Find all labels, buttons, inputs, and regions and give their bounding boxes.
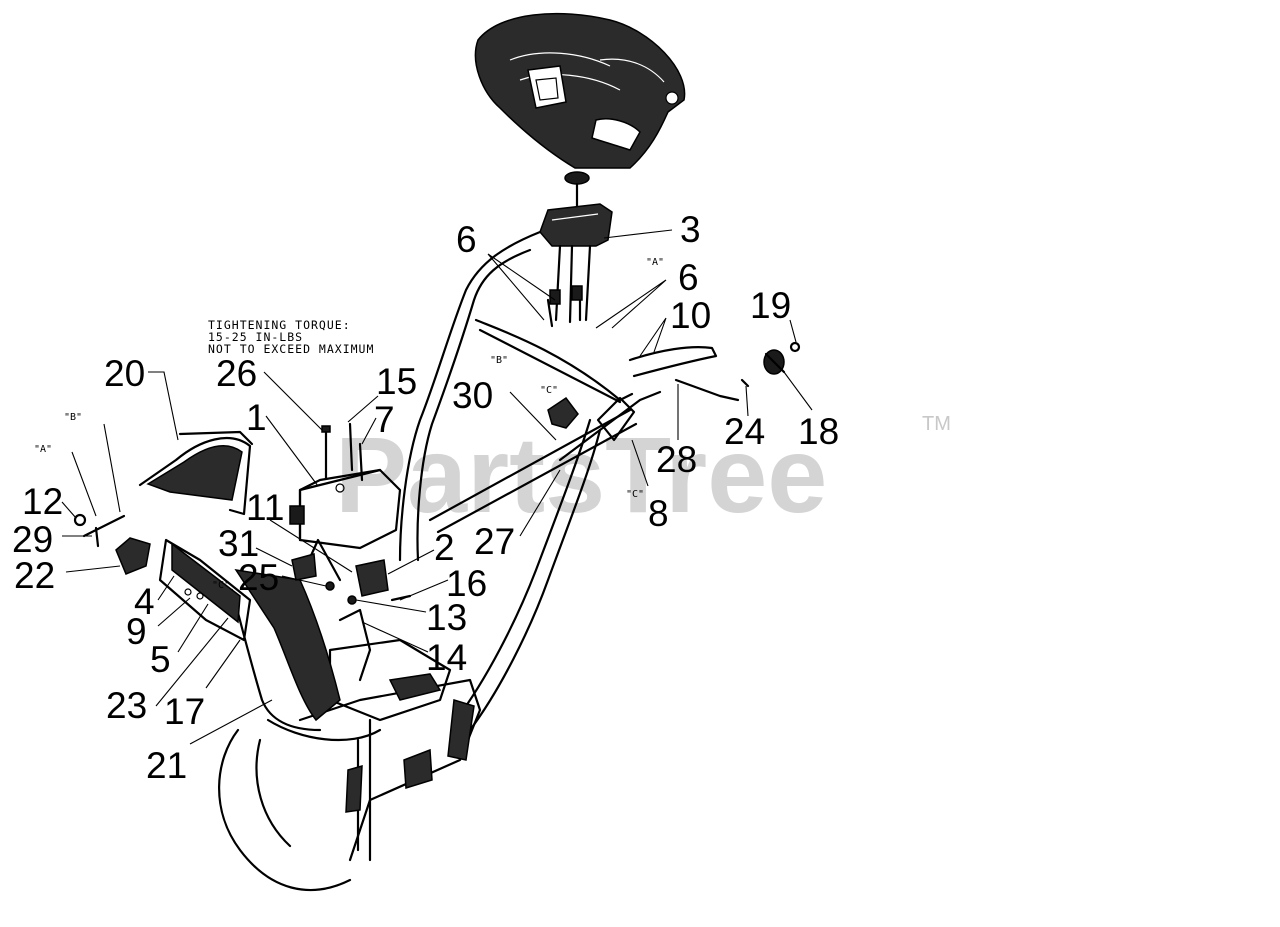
callout-18: 18: [798, 411, 839, 452]
dash-panel-cover: [474, 12, 686, 169]
shift-knob-assembly: [539, 171, 613, 328]
chute-deflector: [138, 430, 254, 516]
ref-a-top: "A": [646, 257, 664, 268]
callout-7: 7: [374, 399, 395, 440]
callout-24: 24: [724, 411, 765, 452]
callout-17: 17: [164, 691, 205, 732]
watermark-trademark: TM: [922, 413, 951, 435]
svg-text:TIGHTENING TORQUE:: TIGHTENING TORQUE:: [208, 318, 351, 332]
svg-text:15-25 IN-LBS: 15-25 IN-LBS: [208, 330, 303, 344]
callout-13: 13: [426, 597, 467, 638]
callout-10: 10: [670, 295, 711, 336]
callout-6a: 6: [456, 219, 477, 260]
callout-2: 2: [434, 527, 455, 568]
callout-21: 21: [146, 745, 187, 786]
chute-pivot-assembly: [73, 513, 151, 575]
leader-lines: [61, 229, 813, 745]
callout-9: 9: [126, 611, 147, 652]
callout-28: 28: [656, 439, 697, 480]
callouts: 3 6 6 10 19 30 24 18 28 8 27 26 15 1 7 2…: [12, 209, 839, 786]
bolts-top: [321, 422, 364, 482]
callout-3: 3: [680, 209, 701, 250]
callout-20: 20: [104, 353, 145, 394]
callout-29: 29: [12, 519, 53, 560]
ref-c-mid: "C": [540, 385, 558, 396]
callout-8: 8: [648, 493, 669, 534]
ref-c-right: "C": [626, 489, 644, 500]
callout-25: 25: [238, 557, 279, 598]
callout-11: 11: [246, 487, 284, 528]
callout-14: 14: [426, 637, 467, 678]
callout-16: 16: [446, 563, 487, 604]
callout-12: 12: [22, 481, 63, 522]
reference-letters: "A" "B" "C" "C" "B" "A" "C": [34, 257, 664, 591]
chute-control-plate: [158, 538, 252, 642]
callout-31: 31: [218, 523, 259, 564]
callout-5: 5: [150, 639, 171, 680]
callout-4: 4: [134, 581, 155, 622]
callout-6b: 6: [678, 257, 699, 298]
callout-19: 19: [750, 285, 791, 326]
chute-motor-housing: [289, 468, 402, 550]
callout-1: 1: [246, 397, 267, 438]
callout-30: 30: [452, 375, 493, 416]
callout-23: 23: [106, 685, 147, 726]
chute-tilt-head: [740, 341, 801, 388]
mount-brackets: [291, 553, 412, 682]
ref-b-mid: "B": [490, 355, 508, 366]
svg-text:NOT TO EXCEED MAXIMUM: NOT TO EXCEED MAXIMUM: [208, 342, 374, 356]
handle-frame: [398, 230, 718, 732]
callout-22: 22: [14, 555, 55, 596]
callout-27: 27: [474, 521, 515, 562]
chute-crank-bracket: [547, 396, 579, 429]
callout-15: 15: [376, 361, 417, 402]
ref-b-left: "B": [64, 412, 82, 423]
shift-rods: [474, 318, 740, 462]
ref-a-left: "A": [34, 444, 52, 455]
callout-26: 26: [216, 353, 257, 394]
ref-c-left: "C": [212, 580, 230, 591]
torque-note: TIGHTENING TORQUE: 15-25 IN-LBS NOT TO E…: [208, 318, 374, 356]
